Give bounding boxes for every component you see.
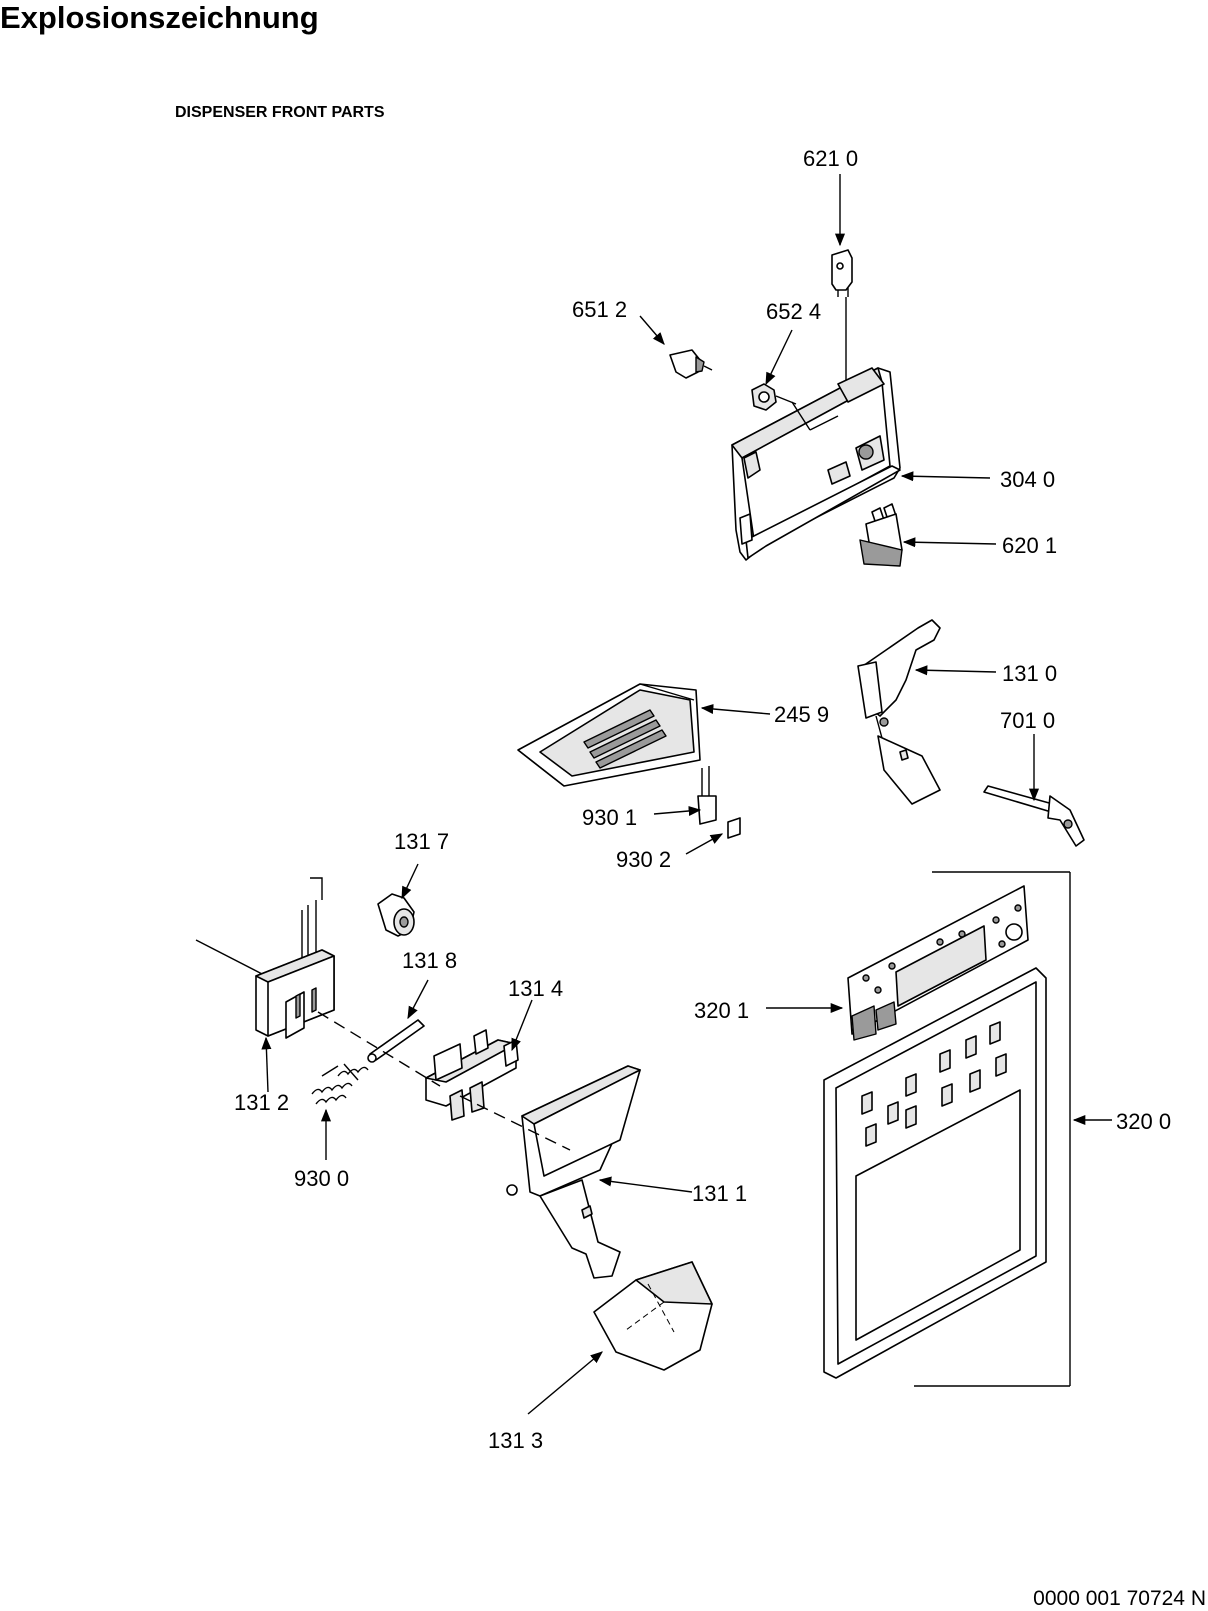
page-title: Explosionszeichnung bbox=[0, 0, 319, 35]
part-springs bbox=[311, 1063, 369, 1105]
part-micro-switch bbox=[831, 249, 853, 400]
callout-2459: 245 9 bbox=[774, 702, 829, 727]
leader-lines bbox=[261, 174, 1112, 1415]
part-roller bbox=[377, 893, 415, 937]
part-front-panel bbox=[823, 967, 1047, 1379]
part-drip-tray bbox=[517, 683, 701, 787]
callout-7010: 701 0 bbox=[1000, 708, 1055, 733]
document-number: 0000 001 70724 N bbox=[1033, 1587, 1206, 1610]
callout-labels: 621 0 651 2 652 4 304 0 620 1 131 0 245 … bbox=[234, 146, 1171, 1453]
part-solenoid bbox=[195, 877, 335, 1039]
part-actuator-bracket bbox=[425, 1029, 519, 1121]
callout-1317: 131 7 bbox=[394, 829, 449, 854]
part-ice-funnel bbox=[593, 1261, 713, 1371]
part-lamp-socket bbox=[751, 383, 797, 411]
part-lever-arm bbox=[857, 619, 941, 805]
part-paddle-arm bbox=[506, 1065, 641, 1279]
callout-1312: 131 2 bbox=[234, 1090, 289, 1115]
callout-1318: 131 8 bbox=[402, 948, 457, 973]
part-rocker-switch bbox=[859, 503, 903, 567]
callout-1311: 131 1 bbox=[692, 1181, 747, 1206]
callout-3200: 320 0 bbox=[1116, 1109, 1171, 1134]
callout-6210: 621 0 bbox=[803, 146, 858, 171]
callout-3040: 304 0 bbox=[1000, 467, 1055, 492]
part-shaft bbox=[983, 785, 1085, 847]
callout-9301: 930 1 bbox=[582, 805, 637, 830]
part-clip-a bbox=[697, 766, 717, 825]
callout-1314: 131 4 bbox=[508, 976, 563, 1001]
callout-9300: 930 0 bbox=[294, 1166, 349, 1191]
part-lamp-bulb bbox=[669, 349, 713, 379]
part-dispenser-housing bbox=[731, 367, 901, 561]
callout-9302: 930 2 bbox=[616, 847, 671, 872]
callout-6201: 620 1 bbox=[1002, 533, 1057, 558]
part-pin bbox=[367, 1019, 425, 1063]
callout-1310: 131 0 bbox=[1002, 661, 1057, 686]
part-clip-b bbox=[727, 817, 741, 839]
diagram-subtitle: DISPENSER FRONT PARTS bbox=[175, 104, 385, 121]
callout-6524: 652 4 bbox=[766, 299, 821, 324]
part-control-board bbox=[847, 885, 1029, 1041]
callout-3201: 320 1 bbox=[694, 998, 749, 1023]
callout-1313: 131 3 bbox=[488, 1428, 543, 1453]
callout-6512: 651 2 bbox=[572, 297, 627, 322]
